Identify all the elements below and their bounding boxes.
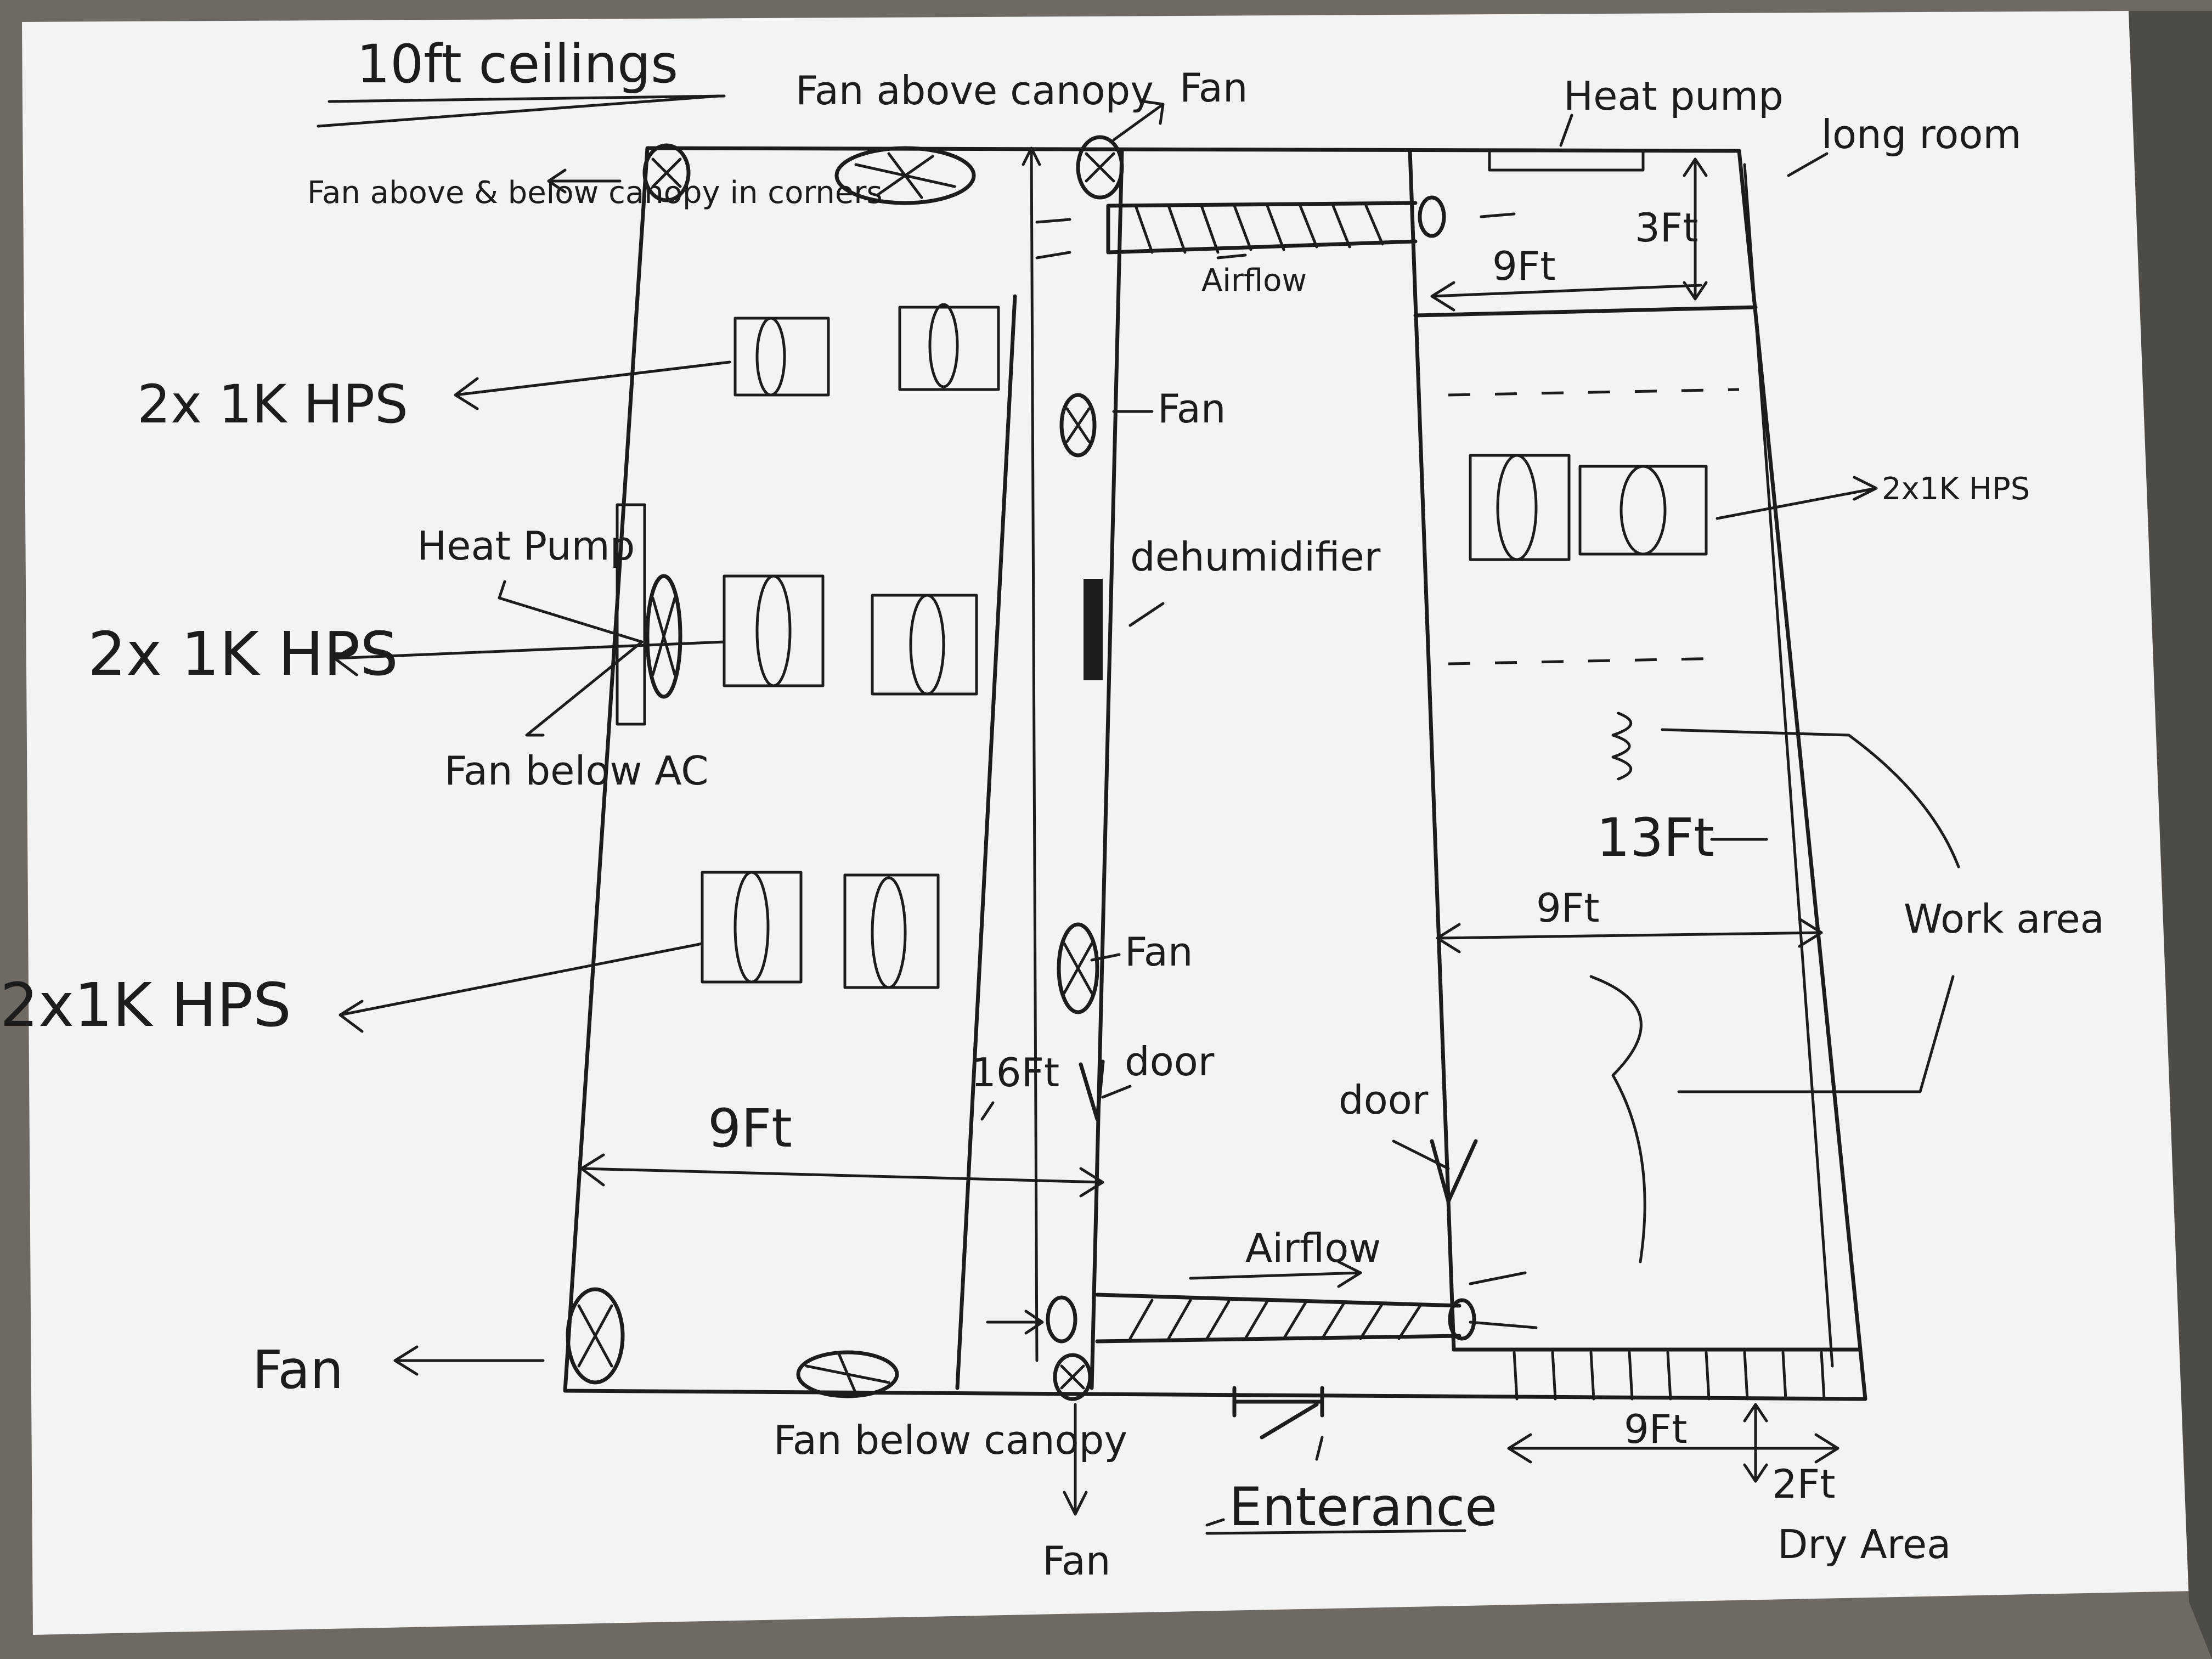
hps-lights-right	[1469, 454, 1708, 561]
fan-icon	[1059, 393, 1097, 458]
label-door-right: door	[1339, 1077, 1429, 1123]
label-9ft-mid-right: 9Ft	[1536, 885, 1599, 931]
fan-icon	[645, 574, 682, 699]
paper-sheet	[22, 11, 2194, 1635]
fan-icon	[642, 143, 691, 202]
right-room-dash-1	[1448, 388, 1740, 397]
heat-pump-left-unit	[616, 503, 646, 726]
label-2ft: 2Ft	[1772, 1461, 1835, 1507]
entrance-arrow	[1232, 1386, 1324, 1440]
title-ceilings: 10ft ceilings	[357, 33, 678, 95]
paper-shadow-edge	[2129, 11, 2212, 1659]
label-hps-row1: 2x 1K HPS	[137, 374, 408, 435]
dehumidifier-unit	[1084, 579, 1103, 680]
heat-pump-top-unit	[1488, 149, 1645, 172]
label-9ft-left: 9Ft	[708, 1098, 792, 1159]
door-left-marker	[1079, 1059, 1105, 1121]
label-airflow-top: Airflow	[1201, 263, 1307, 298]
long-room-bottom-wall	[1413, 305, 1758, 318]
label-airflow-bottom: Airflow	[1245, 1225, 1381, 1271]
label-hps-row3: 2x1K HPS	[0, 970, 291, 1040]
label-13ft: 13Ft	[1596, 807, 1714, 868]
fan-icon	[1053, 1353, 1092, 1401]
label-work-area: Work area	[1904, 896, 2104, 942]
left-room-right-wall	[955, 294, 1017, 1390]
label-door-left: door	[1125, 1039, 1215, 1085]
title-underline	[328, 94, 726, 103]
fan-icon	[1076, 135, 1124, 200]
label-fan-bottom-mid: Fan	[1042, 1538, 1111, 1584]
long-room-right-inner	[1743, 163, 1834, 1368]
top-airflow-duct	[1106, 195, 1446, 255]
fan-icon	[566, 1287, 625, 1385]
label-16ft: 16Ft	[971, 1049, 1059, 1096]
label-fan-bottom-left: Fan	[252, 1339, 343, 1401]
fan-icon	[1057, 922, 1099, 1014]
label-fan-mid1: Fan	[1158, 386, 1226, 432]
right-room-left-wall	[1408, 149, 1456, 1352]
label-entrance: Enterance	[1229, 1476, 1497, 1538]
door-right-marker	[1430, 1139, 1478, 1204]
text-labels: 10ft ceilings Fan above canopy Fan Heat …	[0, 33, 2104, 1584]
bottom-airflow-duct	[1046, 1293, 1476, 1344]
label-dry-area: Dry Area	[1778, 1521, 1951, 1567]
label-heat-pump-left: Heat Pump	[417, 523, 635, 569]
label-3ft: 3Ft	[1635, 205, 1698, 251]
label-fan-below-ac: Fan below AC	[444, 748, 709, 794]
label-9ft-top-right: 9Ft	[1492, 243, 1555, 289]
label-heat-pump-top: Heat pump	[1564, 73, 1784, 119]
label-9ft-bottom: 9Ft	[1624, 1406, 1687, 1452]
fan-icon	[834, 146, 976, 205]
label-hps-row2: 2x 1K HPS	[88, 619, 398, 689]
label-fan-mid2: Fan	[1125, 929, 1193, 975]
label-fan-top-right: Fan	[1180, 65, 1248, 111]
label-long-room: long room	[1821, 111, 2022, 157]
label-fan-below-canopy: Fan below canopy	[774, 1417, 1127, 1463]
hps-light	[733, 317, 830, 397]
label-fan-corners: Fan above & below canopy in corners	[307, 175, 883, 211]
label-hps-right: 2x1K HPS	[1882, 471, 2030, 507]
leader-lines	[317, 94, 1960, 1535]
fan-icon	[796, 1350, 899, 1398]
grow-room-outline	[563, 146, 1867, 1401]
fan-icons	[566, 135, 1124, 1401]
label-fan-above-canopy: Fan above canopy	[795, 67, 1154, 114]
dry-area-hatch	[1513, 1351, 1826, 1401]
label-dehumidifier: dehumidifier	[1130, 534, 1381, 580]
hps-lights-left	[701, 303, 1000, 989]
